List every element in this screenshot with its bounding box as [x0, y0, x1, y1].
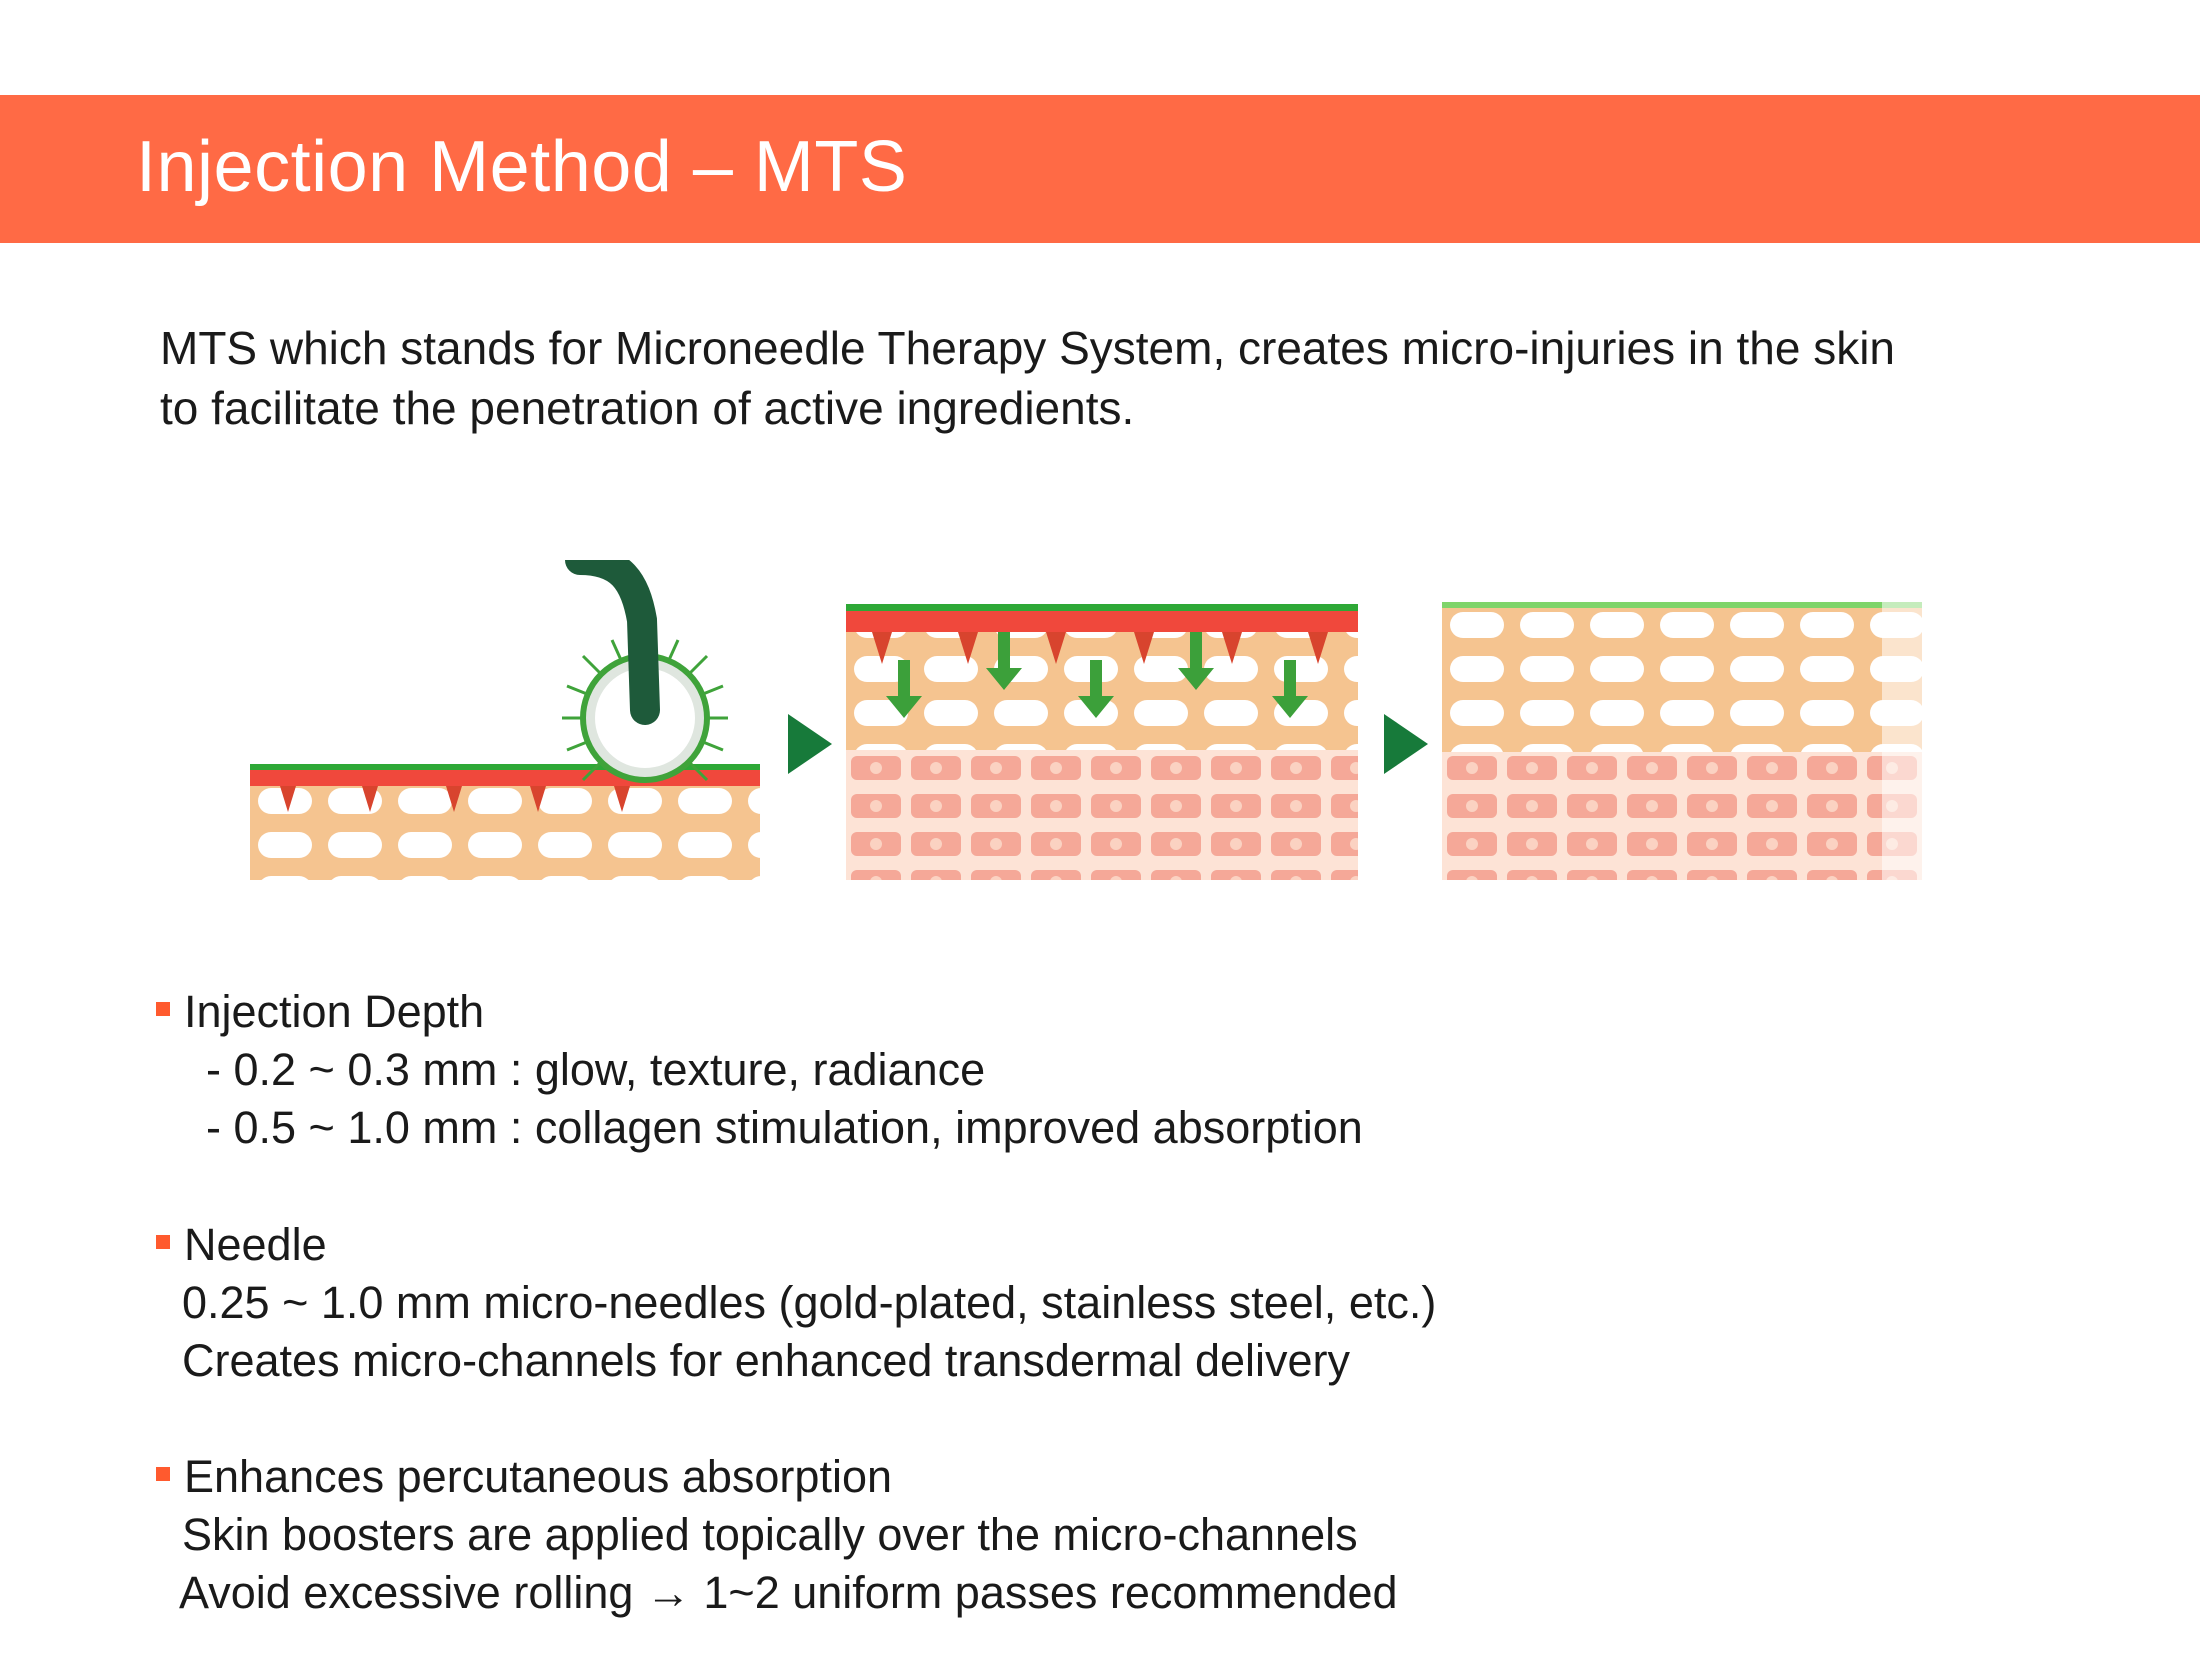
penetration-arrow-icon [886, 632, 1308, 718]
list-item: Creates micro-channels for enhanced tran… [182, 1335, 1351, 1386]
microneedle-roller-icon [562, 560, 728, 783]
section-needle: Needle 0.25 ~ 1.0 mm micro-needles (gold… [150, 1216, 1436, 1390]
intro-paragraph: MTS which stands for Microneedle Therapy… [160, 318, 2060, 438]
step-arrow-icon [1384, 714, 1428, 774]
list-item: - 0.2 ~ 0.3 mm : glow, texture, radiance [206, 1044, 986, 1095]
panel-roller [250, 560, 762, 880]
list-item: Skin boosters are applied topically over… [182, 1509, 1358, 1560]
intro-line-2: to facilitate the penetration of active … [160, 382, 1135, 434]
page-title: Injection Method – MTS [136, 127, 908, 207]
mts-process-figure [250, 560, 1954, 880]
header-bar [0, 95, 2200, 243]
bullet-square-icon [156, 1002, 170, 1016]
section-title: Injection Depth [184, 986, 485, 1037]
list-item: 0.25 ~ 1.0 mm micro-needles (gold-plated… [182, 1277, 1437, 1328]
bullet-square-icon [156, 1467, 170, 1481]
section-injection-depth: Injection Depth - 0.2 ~ 0.3 mm : glow, t… [150, 983, 1363, 1157]
bullet-square-icon [156, 1235, 170, 1249]
section-title: Enhances percutaneous absorption [184, 1451, 893, 1502]
section-absorption: Enhances percutaneous absorption Skin bo… [150, 1448, 1398, 1622]
panel-penetration [846, 560, 1358, 880]
step-arrow-icon [788, 714, 832, 774]
panel-healed-skin [1442, 560, 1954, 880]
list-item: - 0.5 ~ 1.0 mm : collagen stimulation, i… [206, 1102, 1363, 1153]
intro-line-1: MTS which stands for Microneedle Therapy… [160, 322, 1896, 374]
section-title: Needle [184, 1219, 327, 1270]
list-item: Avoid excessive rolling → 1~2 uniform pa… [179, 1567, 1398, 1618]
